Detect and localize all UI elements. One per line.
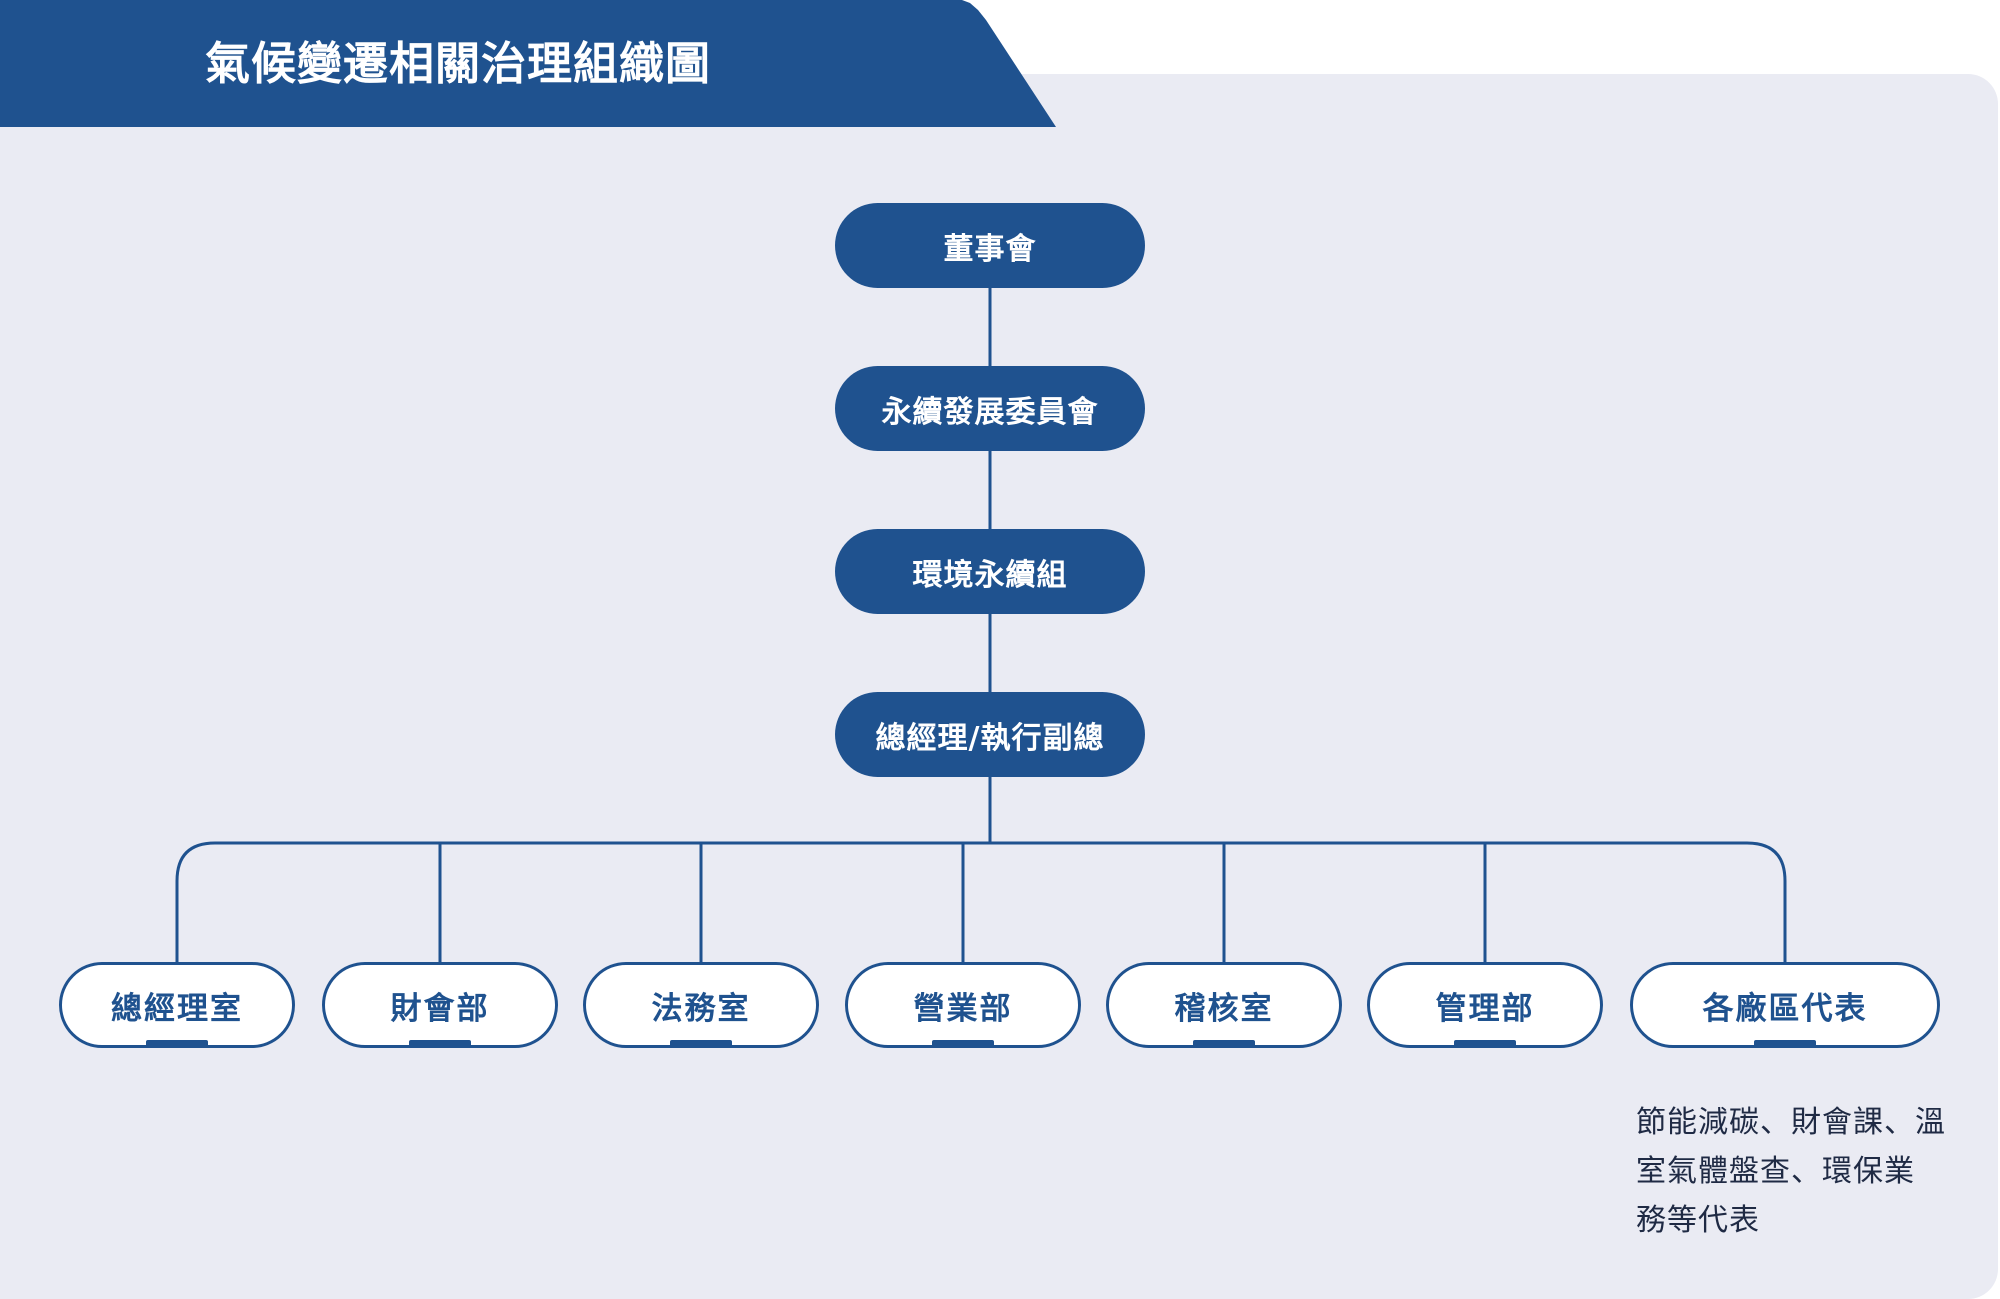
note-line: 節能減碳、財會課、溫 [1636, 1105, 1946, 1140]
dept-tab-marker [1193, 1040, 1255, 1048]
dept-tab-marker [932, 1040, 994, 1048]
dept-node-5: 稽核室 [1106, 962, 1342, 1048]
dept-label: 法務室 [651, 990, 751, 1027]
dept-label: 總經理室 [111, 990, 243, 1027]
dept-label: 財會部 [390, 990, 490, 1027]
plant-representatives-note: 節能減碳、財會課、溫 室氣體盤查、環保業 務等代表 [1636, 1098, 1946, 1245]
dept-node-2: 財會部 [322, 962, 558, 1048]
dept-node-4: 營業部 [845, 962, 1081, 1048]
dept-tab-marker [670, 1040, 732, 1048]
dept-node-7: 各廠區代表 [1630, 962, 1940, 1048]
dept-node-6: 管理部 [1367, 962, 1603, 1048]
dept-tab-marker [1754, 1040, 1816, 1048]
title-banner [0, 0, 1056, 127]
note-line: 室氣體盤查、環保業 [1636, 1154, 1915, 1189]
dept-tab-marker [409, 1040, 471, 1048]
connector-horizontal-bus [175, 841, 1787, 965]
dept-label: 營業部 [913, 990, 1013, 1027]
dept-node-1: 總經理室 [59, 962, 295, 1048]
node-sustainability-committee: 永續發展委員會 [835, 366, 1145, 451]
dept-label: 管理部 [1435, 990, 1535, 1027]
dept-tab-marker [146, 1040, 208, 1048]
dept-tab-marker [1454, 1040, 1516, 1048]
note-line: 務等代表 [1636, 1203, 1760, 1238]
dept-label: 稽核室 [1174, 990, 1274, 1027]
node-environmental-sustainability-group: 環境永續組 [835, 529, 1145, 614]
node-board-of-directors: 董事會 [835, 203, 1145, 288]
diagram-title: 氣候變遷相關治理組織圖 [205, 37, 712, 90]
node-general-manager: 總經理/執行副總 [835, 692, 1145, 777]
dept-node-3: 法務室 [583, 962, 819, 1048]
dept-label: 各廠區代表 [1702, 990, 1868, 1027]
